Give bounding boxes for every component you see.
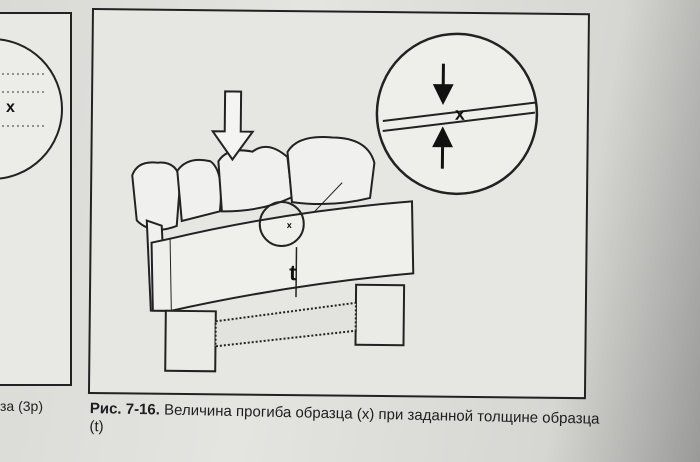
- specimen-bar: [150, 200, 415, 313]
- figure-caption: Рис. 7-16. Величина прогиба образца (x) …: [89, 400, 610, 447]
- magnified-view-circle: [375, 32, 539, 196]
- previous-figure-panel: x: [0, 12, 72, 386]
- force-arrow-icon: [210, 90, 255, 162]
- magnify-region-circle: [258, 200, 305, 247]
- thickness-label: t: [289, 260, 297, 285]
- caption-text: Величина прогиба образца (x) при заданно…: [89, 401, 600, 436]
- previous-x-label: x: [6, 99, 15, 116]
- magnified-x-label: x: [455, 104, 465, 124]
- supports: [164, 283, 406, 373]
- small-x-label: x: [287, 220, 292, 230]
- figure-number: Рис. 7-16.: [89, 400, 161, 419]
- arrow-up-icon: [432, 126, 453, 169]
- figure-frame: x t x: [87, 8, 590, 400]
- arrow-down-icon: [432, 63, 454, 106]
- previous-figure-drawing: x: [0, 38, 63, 180]
- deflection-illustration: x t x: [131, 32, 539, 373]
- previous-caption-fragment: за (3р): [0, 398, 43, 414]
